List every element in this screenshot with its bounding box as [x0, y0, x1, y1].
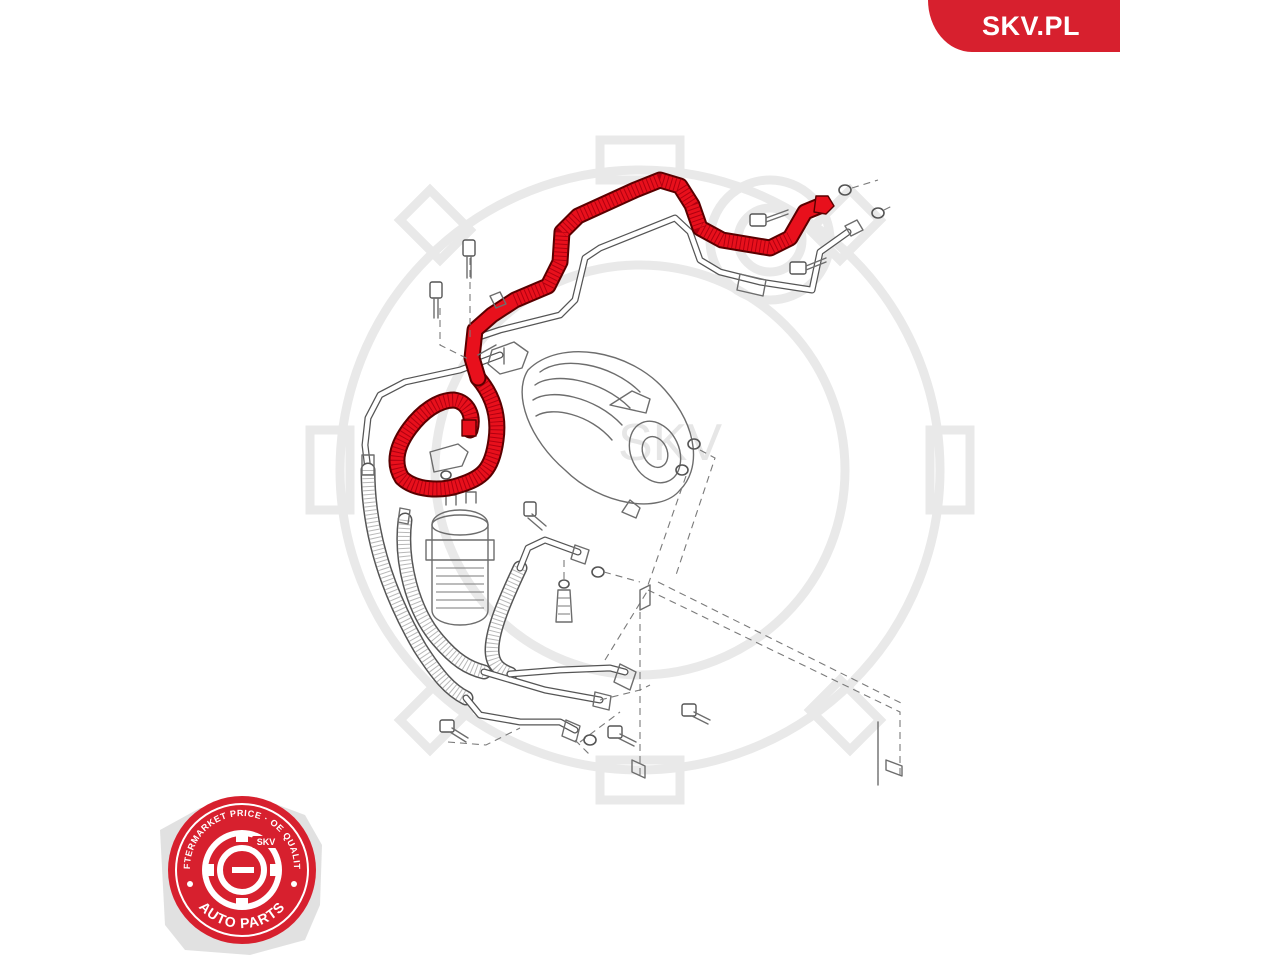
bolt: [462, 239, 476, 279]
bolts: [429, 209, 827, 747]
bolt: [429, 281, 443, 319]
bolt: [749, 209, 789, 227]
gear-icon: [206, 834, 278, 906]
highlighted-hose: [388, 171, 835, 498]
seal-ring-text: AFTERMARKET PRICE · OE QUALITY: [0, 0, 302, 870]
bolt: [607, 725, 637, 747]
grey-lines: [360, 214, 864, 756]
brand-logo-text: SKV.PL: [981, 10, 1081, 41]
o-rings: [440, 179, 893, 746]
pressure-switch: [555, 560, 573, 623]
seal-center-text: SKV: [257, 837, 276, 847]
bolt: [681, 703, 711, 725]
watermark-text: SKV: [618, 414, 722, 472]
compressor: [521, 351, 716, 586]
bolt: [439, 719, 469, 743]
brand-tab: SKV.PL: [928, 0, 1120, 52]
condenser: [604, 581, 906, 786]
fitting-block: [429, 258, 529, 473]
bolt: [523, 501, 547, 531]
receiver-dryer: [425, 491, 495, 626]
skv-seal: SKV AFTERMARKET PRICE · OE QUALITY AUTO …: [0, 0, 322, 955]
bolt: [789, 257, 827, 275]
